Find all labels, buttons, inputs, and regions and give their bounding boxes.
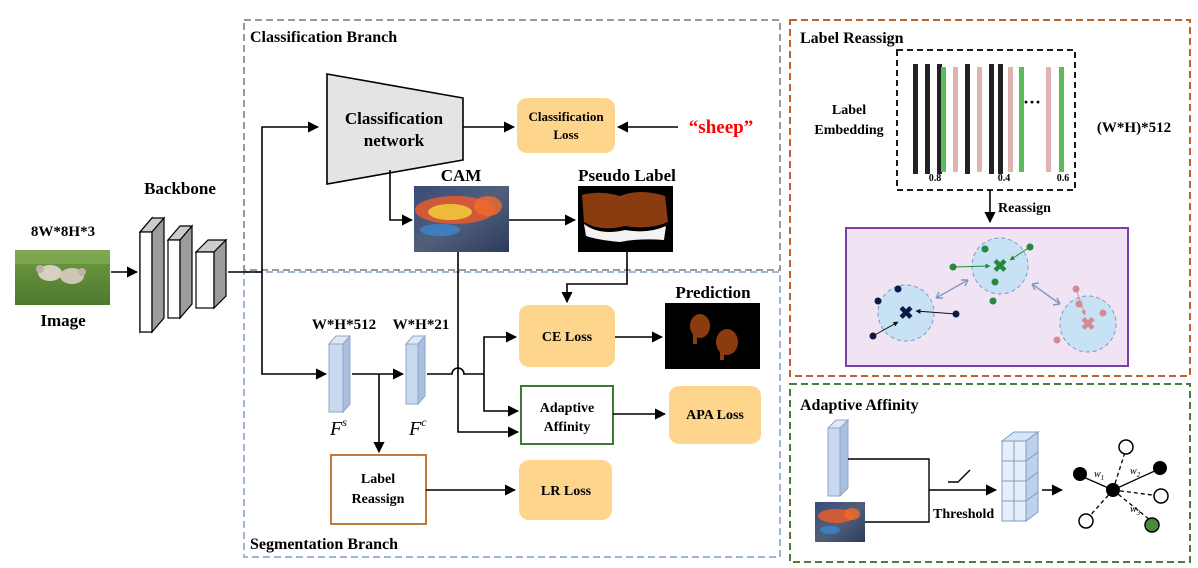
- apa-loss-label: APA Loss: [686, 408, 744, 423]
- classification-loss-line2: Loss: [553, 127, 578, 142]
- ce-loss-label: CE Loss: [542, 330, 593, 345]
- label-embedding-line2: Embedding: [814, 123, 883, 138]
- cam-label: CAM: [441, 166, 482, 185]
- embedding-ellipsis: ···: [1023, 92, 1041, 112]
- prediction-label: Prediction: [675, 283, 751, 302]
- label-reassign-box: [330, 454, 427, 525]
- adaptive-affinity-line1: Adaptive: [540, 401, 594, 416]
- threshold-label: Threshold: [933, 507, 994, 522]
- pseudo-label-image: [578, 186, 673, 252]
- fs-symbol: Fs: [329, 415, 347, 440]
- svg-text:✖: ✖: [898, 303, 913, 323]
- cluster-pink: ✖: [1053, 285, 1117, 353]
- label-reassign-line1: Label: [361, 472, 395, 487]
- classification-loss-line1: Classification: [528, 109, 604, 124]
- cluster-black: ✖: [869, 284, 960, 342]
- adaptive-affinity-panel-title: Adaptive Affinity: [800, 397, 919, 414]
- lr-loss-label: LR Loss: [541, 484, 592, 499]
- adaptive-affinity-box: [520, 385, 614, 445]
- aa-cam-image: [815, 502, 865, 542]
- apa-loss-box: [669, 386, 761, 444]
- lr-loss-box: [519, 460, 612, 520]
- classification-network-line2: network: [364, 131, 425, 150]
- classification-branch-title: Classification Branch: [250, 29, 397, 46]
- label-embedding-box: [896, 49, 1076, 191]
- classification-network-line1: Classification: [345, 109, 444, 128]
- adaptive-affinity-line2: Affinity: [544, 420, 591, 435]
- backbone-label: Backbone: [144, 179, 216, 198]
- backbone-blocks: [138, 216, 228, 334]
- svg-text:✖: ✖: [1080, 314, 1095, 334]
- cam-image: [414, 186, 509, 252]
- affinity-graph: w1 w2 w3: [1073, 439, 1169, 533]
- embedding-bars: [913, 64, 1064, 174]
- segmentation-branch-title: Segmentation Branch: [250, 536, 398, 553]
- threshold-icon: [948, 469, 971, 483]
- label-reassign-line2: Reassign: [352, 492, 405, 507]
- input-image: [15, 250, 110, 305]
- prediction-image: [665, 303, 760, 369]
- pseudo-label-caption: Pseudo Label: [578, 166, 676, 185]
- svg-text:✖: ✖: [992, 256, 1007, 276]
- segmentation-branch-frame: [243, 271, 781, 558]
- embedding-value-3: 0.6: [1057, 173, 1070, 184]
- classification-network: [326, 73, 464, 185]
- fs-feature-map: [327, 334, 352, 414]
- fc-feature-map: [404, 334, 427, 406]
- label-reassign-panel-frame: [789, 19, 1191, 377]
- fc-symbol: Fc: [408, 415, 427, 440]
- cluster-green: ✖: [949, 237, 1034, 305]
- embedding-dim-label: (W*H)*512: [1097, 120, 1171, 136]
- classification-branch-frame: [243, 19, 781, 271]
- label-reassign-panel-title: Label Reassign: [800, 30, 904, 47]
- input-image-caption: Image: [40, 311, 86, 330]
- aa-feature-map: [826, 418, 850, 498]
- fc-dim-label: W*H*21: [393, 317, 450, 333]
- class-label-text: “sheep”: [689, 117, 753, 138]
- embedding-value-2: 0.4: [998, 173, 1011, 184]
- svg-text:w1: w1: [1094, 469, 1104, 482]
- adaptive-affinity-panel-frame: [789, 383, 1191, 563]
- affinity-cube: [1000, 431, 1040, 522]
- embedding-value-1: 0.8: [929, 173, 942, 184]
- reassign-label: Reassign: [998, 201, 1051, 216]
- ce-loss-box: [519, 305, 615, 367]
- fs-dim-label: W*H*512: [312, 317, 376, 333]
- label-embedding-line1: Label: [832, 103, 866, 118]
- svg-text:w3: w3: [1130, 504, 1141, 517]
- input-size-label: 8W*8H*3: [31, 224, 95, 240]
- cluster-repel-arrows: [935, 279, 1061, 306]
- svg-text:w2: w2: [1130, 466, 1141, 479]
- classification-loss-box: [517, 98, 615, 153]
